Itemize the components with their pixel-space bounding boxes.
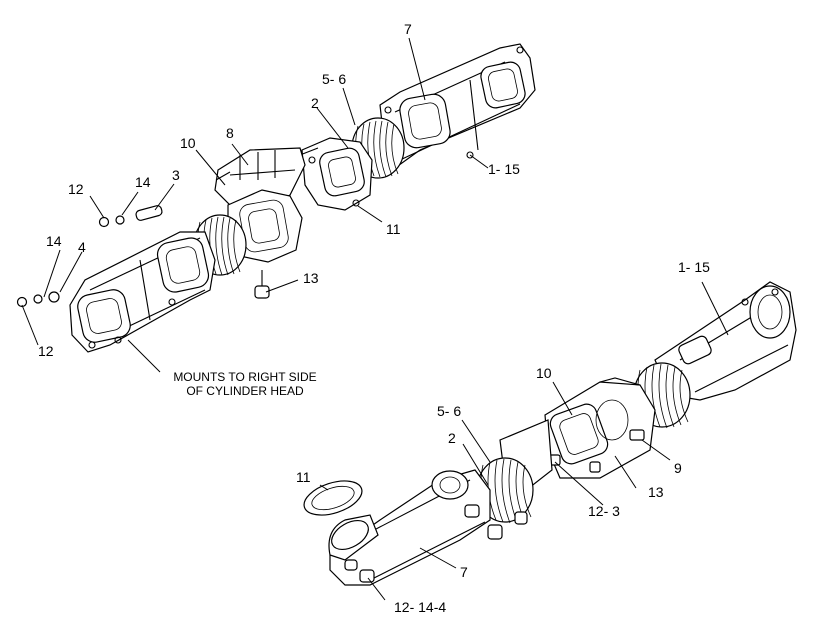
- top-rear-manifold: [379, 43, 536, 169]
- callout-13-bottom: 13: [648, 484, 664, 500]
- callout-11-bottom: 11: [296, 469, 311, 485]
- top-manifold-assembly: [16, 37, 536, 373]
- callout-12-3-bottom: 12- 3: [588, 503, 620, 519]
- bottom-leader-lines: [319, 281, 729, 601]
- callout-12-top-b: 12: [38, 343, 54, 359]
- callout-10-top: 10: [180, 135, 196, 151]
- callout-1-15-bottom: 1- 15: [678, 259, 710, 275]
- callout-9-bottom: 9: [674, 460, 682, 476]
- callout-2-bottom: 2: [448, 430, 456, 446]
- callout-14-top-b: 14: [46, 233, 62, 249]
- callout-1-15-top: 1- 15: [488, 161, 520, 177]
- top-hardware: [16, 171, 270, 308]
- mounting-note: MOUNTS TO RIGHT SIDE OF CYLINDER HEAD: [160, 370, 330, 398]
- bottom-front-manifold: [328, 469, 491, 586]
- callout-5-6-top: 5- 6: [322, 71, 347, 87]
- callout-4-top: 4: [78, 239, 86, 255]
- mounting-note-line1: MOUNTS TO RIGHT SIDE: [173, 370, 317, 384]
- callout-11-top: 11: [386, 221, 401, 237]
- callout-14-top-a: 14: [135, 174, 151, 190]
- callout-8-top: 8: [226, 125, 234, 141]
- top-leader-lines: [21, 37, 489, 373]
- callout-7-top: 7: [404, 21, 412, 37]
- bottom-gasket: [303, 480, 363, 516]
- bottom-rear-manifold: [654, 281, 797, 401]
- bottom-center-section: [544, 377, 656, 479]
- callout-12-14-4-bottom: 12- 14-4: [394, 599, 447, 615]
- top-mid-manifold: [299, 137, 373, 211]
- callout-12-top-a: 12: [68, 181, 84, 197]
- top-front-manifold: [69, 231, 216, 353]
- callout-13-top: 13: [303, 270, 319, 286]
- mounting-note-line2: OF CYLINDER HEAD: [186, 384, 304, 398]
- callout-7-bottom: 7: [460, 564, 468, 580]
- callout-5-6-bottom: 5- 6: [437, 403, 462, 419]
- bottom-manifold-assembly: [303, 281, 797, 601]
- callout-2-top: 2: [311, 95, 319, 111]
- callout-3-top: 3: [172, 167, 180, 183]
- callout-10-bottom: 10: [536, 365, 552, 381]
